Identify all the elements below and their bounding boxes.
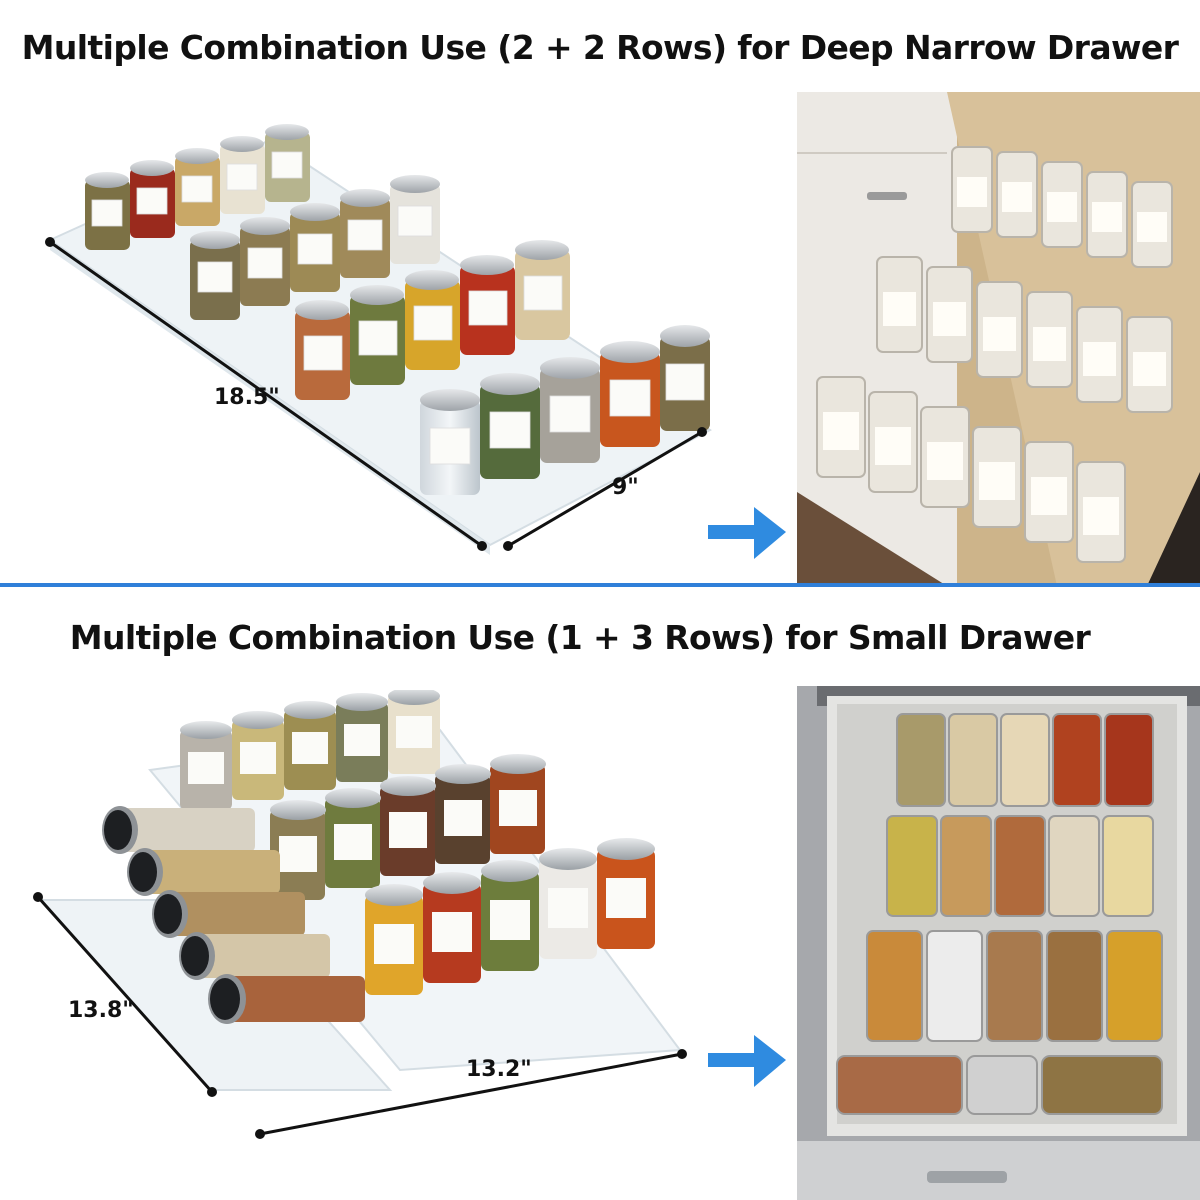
top-length-label: 18.5" bbox=[214, 385, 280, 410]
arrow-right-icon bbox=[708, 505, 788, 561]
top-width-label: 9" bbox=[612, 475, 639, 500]
jar-row-1 bbox=[85, 124, 310, 250]
bottom-width-label: 13.2" bbox=[466, 1057, 532, 1082]
top-section-title: Multiple Combination Use (2 + 2 Rows) fo… bbox=[21, 28, 1179, 67]
small-drawer-photo bbox=[797, 686, 1200, 1200]
bottom-length-label: 13.8" bbox=[68, 998, 134, 1023]
top-rack-illustration bbox=[30, 100, 770, 570]
dimension-line-width bbox=[507, 430, 703, 548]
bottom-section-title: Multiple Combination Use (1 + 3 Rows) fo… bbox=[69, 618, 1091, 657]
dimension-line-length bbox=[49, 240, 483, 548]
spice-rack-2-2-drawing bbox=[45, 124, 712, 555]
dimension-line-width bbox=[259, 1052, 683, 1136]
deep-drawer-photo bbox=[797, 92, 1200, 586]
dimension-line-length bbox=[36, 896, 214, 1093]
spice-rack-1-3-drawing bbox=[33, 690, 687, 1139]
bottom-rack-illustration bbox=[20, 690, 720, 1150]
section-divider bbox=[0, 583, 1200, 587]
arrow-right-icon bbox=[708, 1033, 788, 1089]
